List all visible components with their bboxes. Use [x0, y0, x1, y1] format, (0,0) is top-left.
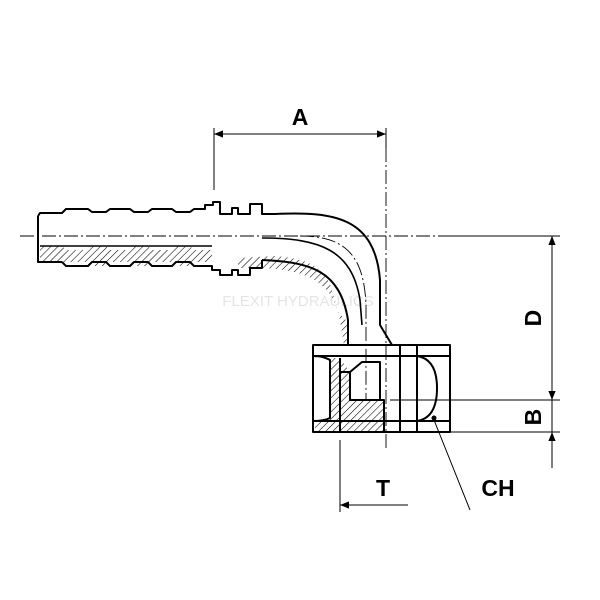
- dimension-label-b: B: [520, 409, 546, 426]
- section-hatching: [40, 246, 384, 432]
- hose-tail-barbs: [37, 201, 275, 217]
- elbow-outer-curve: [274, 212, 393, 346]
- watermark: FLEXIT HYDRAULICS: [222, 293, 373, 310]
- dimension-label-ch: CH: [481, 475, 514, 501]
- fitting-body: [37, 201, 451, 433]
- dimensions: [213, 128, 560, 512]
- dimension-label-a: A: [292, 104, 309, 130]
- dimension-label-d: D: [520, 310, 546, 327]
- inner-bore: [40, 237, 363, 326]
- dimension-label-t: T: [376, 475, 390, 501]
